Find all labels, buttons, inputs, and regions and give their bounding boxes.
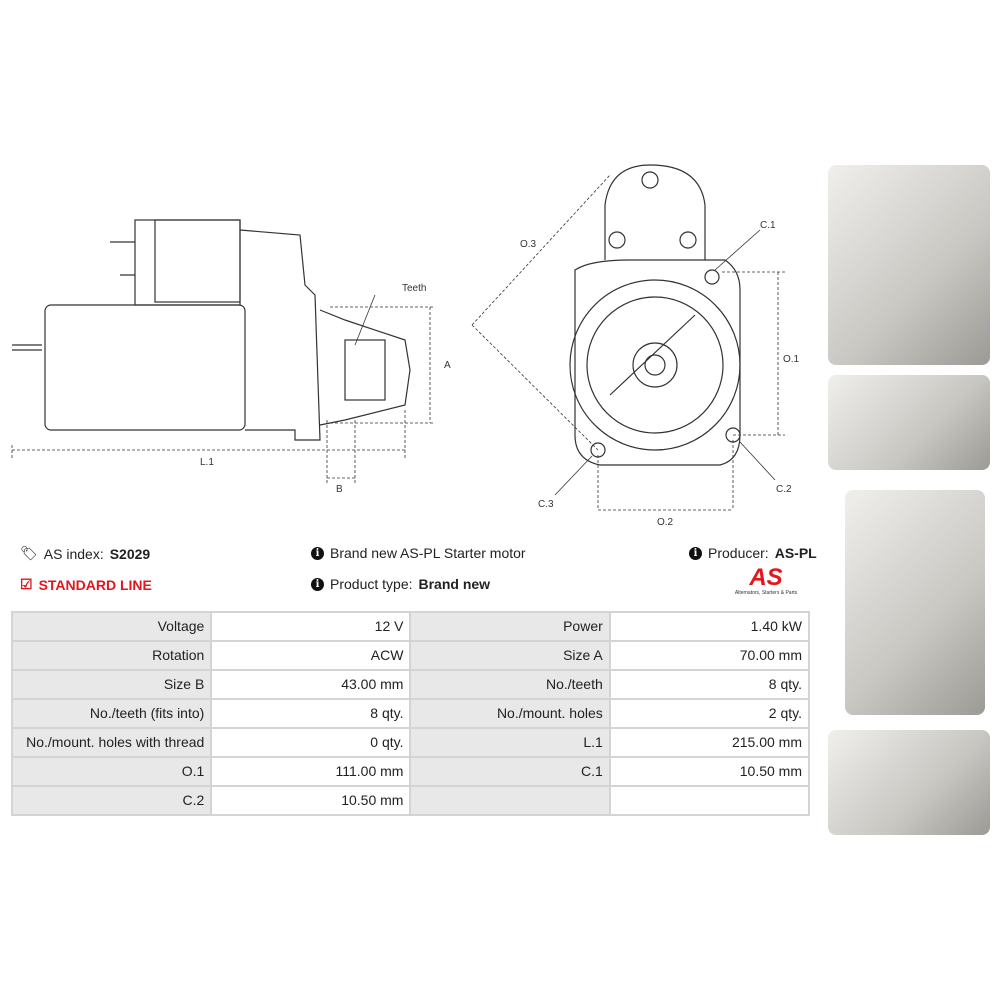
spec-value: 10.50 mm <box>608 756 811 787</box>
spec-label: L.1 <box>409 727 611 758</box>
spec-label: C.2 <box>10 785 213 816</box>
spec-value: 2 qty. <box>608 698 811 729</box>
dim-c1-label: C.1 <box>760 220 776 231</box>
producer: i Producer: AS-PL <box>689 545 817 561</box>
info-icon: i <box>689 546 702 560</box>
spec-label: Size B <box>10 669 213 700</box>
as-pl-logo: AS Alternators, Starters & Parts <box>720 564 812 597</box>
description-text: Brand new AS-PL Starter motor <box>330 545 526 561</box>
spec-label: No./mount. holes <box>409 698 611 729</box>
dim-o1-label: O.1 <box>783 354 800 365</box>
info-icon: i <box>311 577 324 591</box>
spec-label: Size A <box>409 640 611 671</box>
dim-c2-label: C.2 <box>776 484 792 495</box>
front-view-diagram: O.3 C.1 O.1 C.2 C.3 O.2 <box>471 164 800 528</box>
check-square-icon: ☑ <box>20 576 33 592</box>
standard-line: ☑ STANDARD LINE <box>20 576 152 593</box>
dim-a-label: A <box>444 360 451 371</box>
as-index: 🏷 AS index: S2029 <box>20 545 150 562</box>
spec-value: 8 qty. <box>210 698 412 729</box>
description: i Brand new AS-PL Starter motor <box>311 545 526 561</box>
product-type-value: Brand new <box>418 576 491 592</box>
spec-value: 215.00 mm <box>608 727 811 758</box>
spec-label: C.1 <box>409 756 611 787</box>
spec-label: Rotation <box>10 640 213 671</box>
spec-value: 111.00 mm <box>210 756 412 787</box>
spec-value: 10.50 mm <box>210 785 412 816</box>
producer-label: Producer: <box>708 545 769 561</box>
as-index-label: AS index: <box>43 545 104 562</box>
spec-value: 12 V <box>210 611 412 642</box>
product-photo-side-2[interactable] <box>828 730 990 835</box>
producer-value: AS-PL <box>774 545 817 561</box>
teeth-label: Teeth <box>402 283 426 294</box>
spec-value: 8 qty. <box>608 669 811 700</box>
dim-l1-label: L.1 <box>200 457 214 468</box>
logo-tagline: Alternators, Starters & Parts <box>734 590 798 596</box>
product-photo-side[interactable] <box>828 375 990 470</box>
as-index-value: S2029 <box>109 545 151 562</box>
product-type-label: Product type: <box>330 576 413 592</box>
logo-text: AS <box>749 564 783 591</box>
product-photo-rear[interactable] <box>845 490 985 715</box>
info-icon: i <box>311 546 324 560</box>
spec-label: Voltage <box>10 611 213 642</box>
spec-label: No./teeth <box>409 669 611 700</box>
spec-value <box>608 785 811 816</box>
spec-value: 0 qty. <box>210 727 412 758</box>
spec-label: No./teeth (fits into) <box>10 698 213 729</box>
side-view-diagram: Teeth A B L.1 <box>11 219 451 495</box>
spec-value: 70.00 mm <box>608 640 811 671</box>
spec-label: No./mount. holes with thread <box>10 727 213 758</box>
spec-label: O.1 <box>10 756 213 787</box>
spec-label: Power <box>409 611 611 642</box>
product-type: i Product type: Brand new <box>311 576 490 592</box>
dim-o2-label: O.2 <box>657 517 674 528</box>
product-photo-front[interactable] <box>828 165 990 365</box>
dim-b-label: B <box>336 484 343 495</box>
table-row: No./teeth (fits into)8 qty.No./mount. ho… <box>10 698 811 729</box>
spec-value: 43.00 mm <box>210 669 412 700</box>
spec-label <box>409 785 611 816</box>
spec-value: 1.40 kW <box>608 611 811 642</box>
line-label: STANDARD LINE <box>38 576 152 593</box>
dim-o3-label: O.3 <box>520 239 537 250</box>
tags-icon: 🏷 <box>20 545 38 561</box>
spec-value: ACW <box>210 640 412 671</box>
dim-c3-label: C.3 <box>538 499 554 510</box>
